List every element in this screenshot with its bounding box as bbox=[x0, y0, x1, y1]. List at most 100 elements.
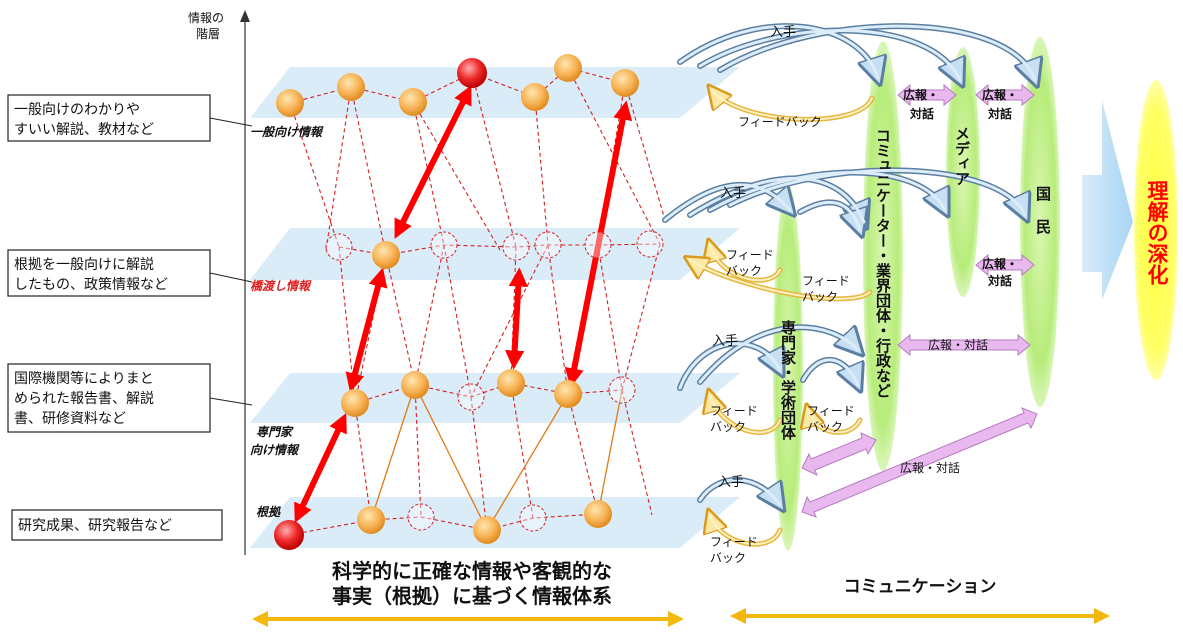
actor-public: 国民 bbox=[1034, 186, 1052, 252]
actor-experts: 専門家・学術団体 bbox=[779, 319, 797, 441]
nodes bbox=[274, 54, 664, 550]
label-pr-3-l2: 対話 bbox=[987, 273, 1012, 288]
layer-labels: 一般向け情報 橋渡し情報 専門家 向け情報 根拠 bbox=[250, 125, 324, 519]
label-pr-1-l1: 広報・ bbox=[903, 87, 939, 102]
node bbox=[584, 500, 612, 528]
label-pr-5: 広報・対話 bbox=[900, 460, 960, 475]
plane-expert bbox=[250, 373, 740, 423]
node-empty bbox=[519, 504, 547, 532]
caption-left-line2: 事実（根拠）に基づく情報体系 bbox=[332, 584, 612, 608]
node-empty bbox=[608, 376, 636, 404]
layer-label-bridge: 橋渡し情報 bbox=[250, 279, 312, 293]
pr-double-arrows bbox=[801, 83, 1038, 518]
red-arrow-expert-general bbox=[564, 100, 633, 388]
node-highlight bbox=[274, 520, 304, 550]
label-pr-2-l2: 対話 bbox=[987, 106, 1012, 121]
label-feedback-3-l2: バック bbox=[802, 290, 838, 304]
node-empty bbox=[534, 231, 562, 259]
label-feedback-2-l2: バック bbox=[726, 264, 762, 278]
label-obtain-2: 入手 bbox=[720, 186, 746, 201]
node-empty bbox=[407, 503, 435, 531]
actor-media: メディア bbox=[953, 126, 971, 186]
node bbox=[554, 380, 582, 408]
red-arrow-expert-bridge bbox=[345, 267, 388, 393]
feedback-arcs-highlight bbox=[689, 89, 873, 546]
ellipse-experts bbox=[773, 185, 803, 551]
node bbox=[611, 69, 639, 97]
ellipse-public bbox=[1020, 37, 1060, 407]
label-feedback-5-l2: バック bbox=[807, 420, 843, 434]
node bbox=[372, 241, 400, 269]
label-pr-3-l1: 広報・ bbox=[982, 256, 1018, 271]
node bbox=[341, 389, 369, 417]
node bbox=[554, 54, 582, 82]
label-feedback-6-l2: バック bbox=[710, 551, 746, 565]
node bbox=[473, 516, 501, 544]
node-empty bbox=[584, 231, 612, 259]
big-arrow-to-result bbox=[1082, 100, 1133, 300]
label-pr-2-l1: 広報・ bbox=[982, 87, 1018, 102]
callout-box-expert bbox=[7, 363, 211, 433]
actor-labels: 専門家・学術団体 コミュニケーター・業界団体・行政など メディア 国民 理解の深… bbox=[779, 126, 1169, 441]
node bbox=[337, 73, 365, 101]
caption-left-line1: 科学的に正確な情報や客観的な bbox=[332, 559, 612, 583]
red-arrow-bridge-general bbox=[394, 85, 472, 239]
callout-bridge-line1: 根拠を一般向けに解説 bbox=[14, 257, 154, 273]
dashed-links bbox=[288, 67, 666, 536]
label-feedback-5-l1: フィード bbox=[807, 404, 855, 418]
label-obtain-top: 入手 bbox=[770, 25, 796, 40]
node-empty bbox=[502, 233, 530, 261]
solid-links bbox=[370, 384, 623, 531]
node bbox=[276, 89, 304, 117]
layer-planes bbox=[250, 67, 740, 548]
obtain-arcs-highlight bbox=[663, 24, 1037, 507]
red-arrow-evidence-expert bbox=[294, 413, 347, 523]
node bbox=[399, 88, 427, 116]
node bbox=[357, 506, 385, 534]
callout-general-line2: すいい解説、教材など bbox=[14, 122, 154, 138]
callout-box-evidence bbox=[11, 509, 223, 541]
callout-box-general bbox=[7, 94, 211, 142]
node-empty bbox=[457, 383, 485, 411]
bottom-captions: 科学的に正確な情報や客観的な 事実（根拠）に基づく情報体系 コミュニケーション bbox=[252, 559, 1110, 627]
plane-bridge bbox=[250, 228, 740, 280]
node-empty bbox=[430, 231, 458, 259]
callout-expert-line2: められた報告書、解説 bbox=[14, 391, 154, 407]
node-highlight bbox=[457, 58, 487, 88]
actor-communicators: コミュニケーター・業界団体・行政など bbox=[874, 128, 892, 398]
label-feedback-3-l1: フィード bbox=[802, 274, 850, 288]
label-pr-4: 広報・対話 bbox=[928, 337, 988, 352]
node bbox=[497, 369, 525, 397]
layer-label-general: 一般向け情報 bbox=[250, 125, 324, 139]
callout-bridge-line2: したもの、政策情報など bbox=[14, 276, 168, 293]
result-label: 理解の深化 bbox=[1145, 180, 1169, 285]
label-feedback-6-l1: フィード bbox=[710, 535, 758, 549]
plane-general bbox=[250, 67, 740, 118]
layer-label-expert-line2: 向け情報 bbox=[250, 443, 300, 457]
layer-label-evidence: 根拠 bbox=[256, 505, 281, 519]
node-empty bbox=[325, 233, 353, 261]
ellipse-communicators bbox=[863, 41, 903, 471]
caption-right: コミュニケーション bbox=[844, 577, 997, 597]
layer-label-expert-line1: 専門家 bbox=[256, 425, 294, 439]
callout-expert-line3: 書、研修資料など bbox=[14, 411, 126, 427]
axis-label-line1: 情報の bbox=[188, 11, 224, 25]
callout-general-line1: 一般向けのわかりや bbox=[14, 102, 140, 118]
actor-ellipses bbox=[773, 37, 1060, 551]
callout-evidence-line1: 研究成果、研究報告など bbox=[18, 518, 172, 534]
label-pr-1-l2: 対話 bbox=[909, 106, 934, 121]
red-arrow-expert-bridge-2 bbox=[505, 267, 528, 370]
axis-label-line2: 階層 bbox=[196, 26, 220, 41]
label-obtain-3: 入手 bbox=[712, 334, 738, 349]
node bbox=[521, 83, 549, 111]
vertical-axis: 情報の 階層 bbox=[188, 10, 250, 555]
node-empty bbox=[636, 230, 664, 258]
node bbox=[401, 371, 429, 399]
ellipse-result bbox=[1134, 80, 1178, 380]
red-double-arrows bbox=[294, 85, 633, 523]
label-feedback-top: フィードバック bbox=[738, 115, 822, 129]
callout-box-bridge bbox=[7, 249, 211, 297]
label-feedback-4-l2: バック bbox=[710, 420, 746, 434]
label-feedback-4-l1: フィード bbox=[710, 404, 758, 418]
